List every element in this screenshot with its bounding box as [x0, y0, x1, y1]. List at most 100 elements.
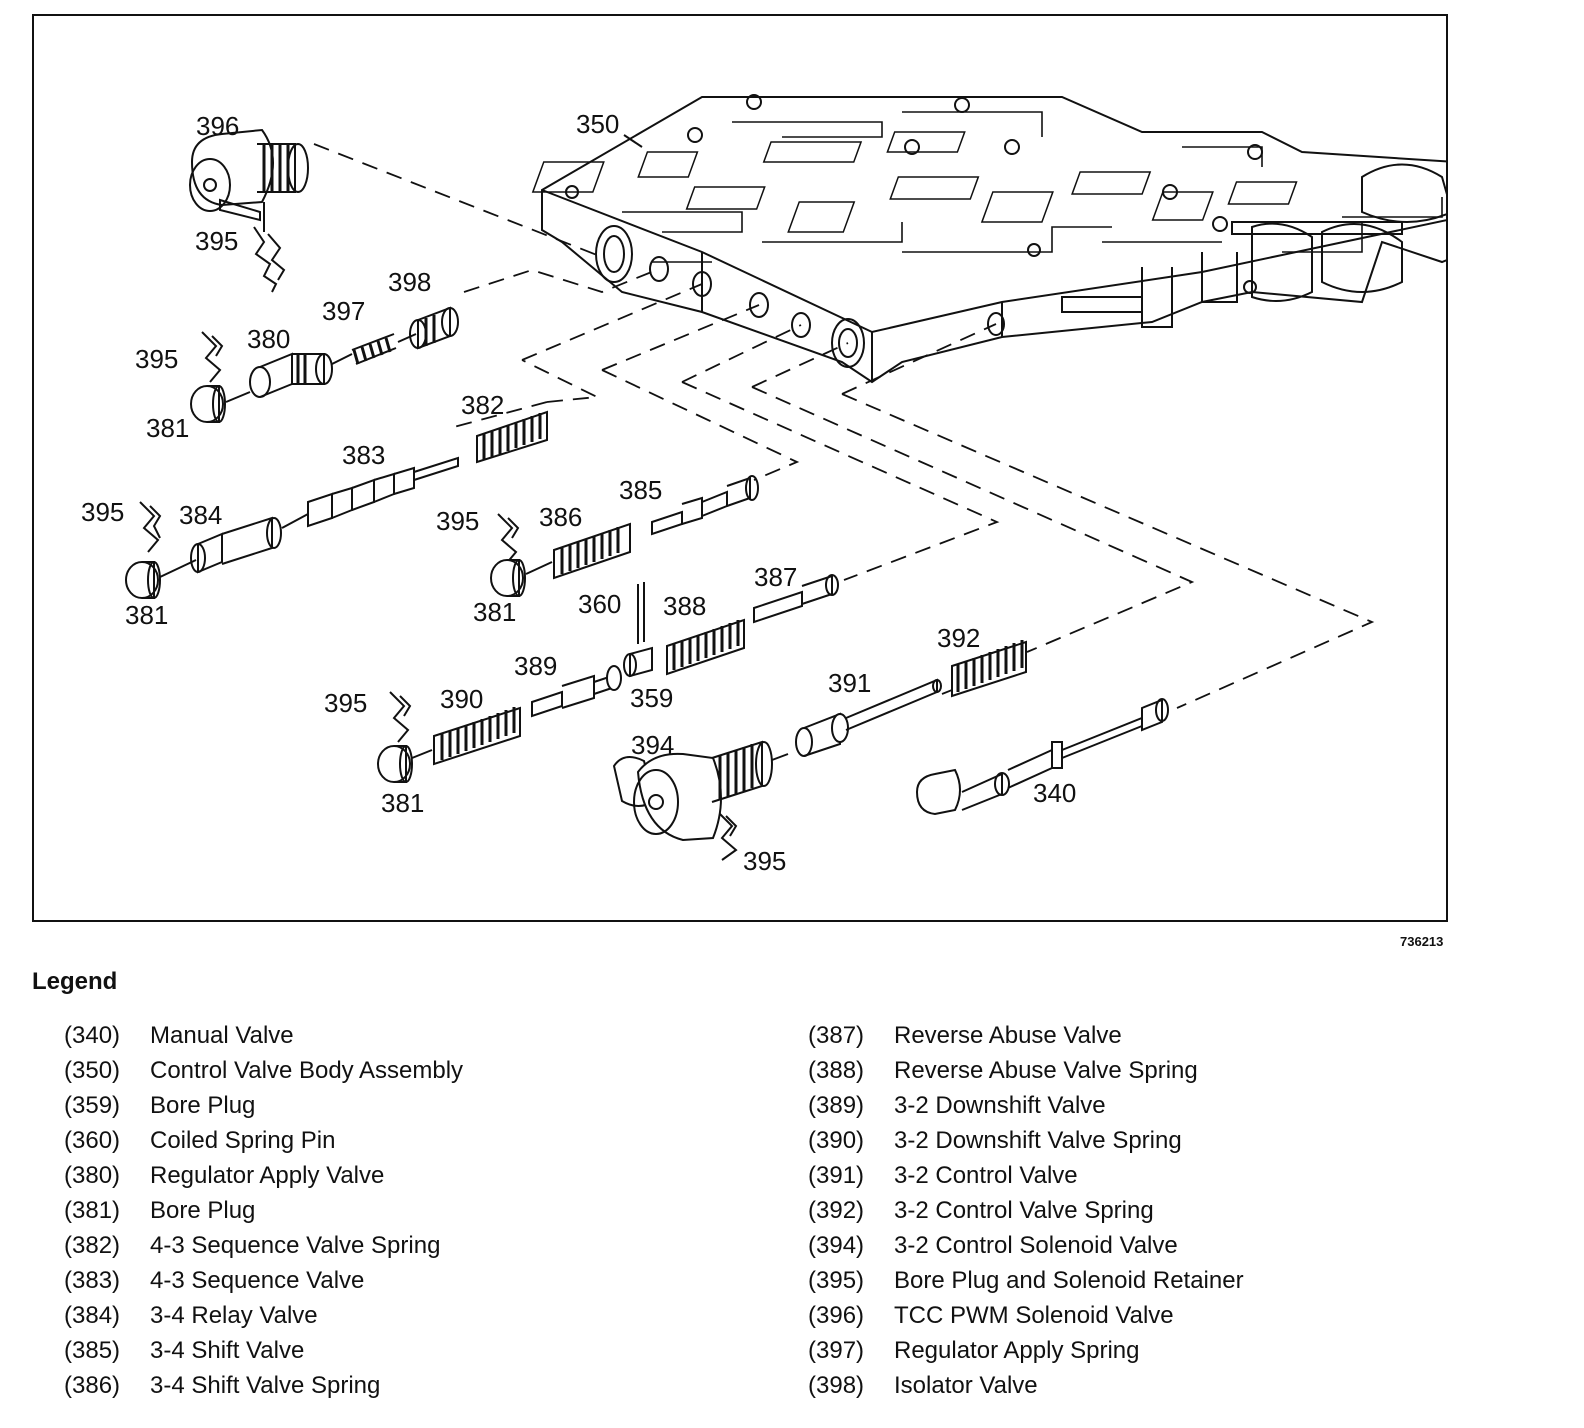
callout-387: 387	[754, 562, 797, 592]
legend-item: (385)3-4 Shift Valve	[64, 1333, 463, 1368]
legend-item: (396) TCC PWM Solenoid Valve	[808, 1298, 1244, 1333]
callout-397: 397	[322, 296, 365, 326]
legend-item: (380) Regulator Apply Valve	[64, 1158, 463, 1193]
legend-item: (383)4-3 Sequence Valve	[64, 1263, 463, 1298]
legend-item-description: Isolator Valve	[894, 1371, 1038, 1399]
callout-391: 391	[828, 668, 871, 698]
legend-item-code: (391)	[808, 1161, 865, 1189]
legend-item-code: (386)	[64, 1371, 121, 1399]
callout-385: 385	[619, 475, 662, 505]
callout-labels: 396 395 350 398 397 380 395 381 382 383 …	[81, 109, 1076, 876]
callout-340: 340	[1033, 778, 1076, 808]
legend-item-code: (395)	[808, 1266, 865, 1294]
legend-item-code: (360)	[64, 1126, 121, 1154]
legend-item-description: 4-3 Sequence Valve	[150, 1266, 365, 1294]
callout-381: 381	[125, 600, 168, 630]
callout-394: 394	[631, 730, 674, 760]
legend-item: (386) 3-4 Shift Valve Spring	[64, 1368, 463, 1403]
legend-item: (350) Control Valve Body Assembly	[64, 1053, 463, 1088]
legend-item-description: Reverse Abuse Valve Spring	[894, 1056, 1198, 1084]
exploded-view-diagram: 396 395 350 398 397 380 395 381 382 383 …	[32, 14, 1448, 922]
callout-395: 395	[195, 226, 238, 256]
retainer-clips	[139, 202, 738, 861]
legend-item-description: 3-4 Shift Valve Spring	[150, 1371, 381, 1399]
callout-395: 395	[324, 688, 367, 718]
callout-395: 395	[436, 506, 479, 536]
downshift-reverse-valve-assembly	[377, 574, 839, 783]
legend-item-description: 3-2 Control Valve Spring	[894, 1196, 1154, 1224]
legend-item: (390) 3-2 Downshift Valve Spring	[808, 1123, 1244, 1158]
legend-item-description: Manual Valve	[150, 1021, 294, 1049]
legend-item: (394) 3-2 Control Solenoid Valve	[808, 1228, 1244, 1263]
legend-item: (392) 3-2 Control Valve Spring	[808, 1193, 1244, 1228]
legend-column-left: (340) Manual Valve (350) Control Valve Body…	[64, 1018, 463, 1403]
callout-390: 390	[440, 684, 483, 714]
legend-item: (388) Reverse Abuse Valve Spring	[808, 1053, 1244, 1088]
legend-item-description: 3-4 Shift Valve	[150, 1336, 305, 1364]
control-valve-body-350	[531, 94, 1446, 384]
tcc-pwm-solenoid-396	[189, 128, 309, 222]
legend-item-description: Bore Plug	[150, 1196, 256, 1224]
callout-396: 396	[196, 111, 239, 141]
callout-389: 389	[514, 651, 557, 681]
legend-item: (340) Manual Valve	[64, 1018, 463, 1053]
legend-item-description: 3-2 Downshift Valve	[894, 1091, 1106, 1119]
callout-360: 360	[578, 589, 621, 619]
legend-item-description: Regulator Apply Spring	[894, 1336, 1140, 1364]
legend-item-code: (384)	[64, 1301, 121, 1329]
legend-item-code: (394)	[808, 1231, 865, 1259]
legend-item-code: (382)	[64, 1231, 121, 1259]
callout-350: 350	[576, 109, 619, 139]
legend-item: (389) 3-2 Downshift Valve	[808, 1088, 1244, 1123]
legend-item-description: TCC PWM Solenoid Valve	[894, 1301, 1174, 1329]
sequence-relay-valve-assembly	[125, 410, 548, 599]
alignment-lines	[313, 143, 1375, 709]
legend-item-description: 3-2 Downshift Valve Spring	[894, 1126, 1182, 1154]
legend-item-code: (396)	[808, 1301, 865, 1329]
legend-item-description: Reverse Abuse Valve	[894, 1021, 1122, 1049]
legend-item-description: Regulator Apply Valve	[150, 1161, 385, 1189]
leader-350	[623, 134, 643, 148]
legend-item: (398) Isolator Valve	[808, 1368, 1244, 1403]
callout-395: 395	[135, 344, 178, 374]
legend-item-description: Coiled Spring Pin	[150, 1126, 336, 1154]
legend-item-code: (340)	[64, 1021, 121, 1049]
regulator-apply-valve-assembly	[190, 306, 459, 423]
legend-item-description: 3-2 Control Solenoid Valve	[894, 1231, 1178, 1259]
legend-item-code: (392)	[808, 1196, 865, 1224]
legend-item-code: (398)	[808, 1371, 865, 1399]
callout-382: 382	[461, 390, 504, 420]
legend-item: (397)Regulator Apply Spring	[808, 1333, 1244, 1368]
legend-item-code: (388)	[808, 1056, 865, 1084]
legend-column-right: (387) Reverse Abuse Valve (388) Reverse Abu…	[808, 1018, 1244, 1403]
callout-392: 392	[937, 623, 980, 653]
legend-item: (395) Bore Plug and Solenoid Retainer	[808, 1263, 1244, 1298]
figure-number: 736213	[1400, 934, 1444, 949]
callout-380: 380	[247, 324, 290, 354]
callout-381: 381	[146, 413, 189, 443]
legend-item-code: (389)	[808, 1091, 865, 1119]
legend-item: (381) Bore Plug	[64, 1193, 463, 1228]
callout-381: 381	[473, 597, 516, 627]
legend-item: (360) Coiled Spring Pin	[64, 1123, 463, 1158]
callout-381: 381	[381, 788, 424, 818]
shift-valve-assembly	[490, 475, 759, 597]
legend-item: (391)3-2 Control Valve	[808, 1158, 1244, 1193]
legend-item-code: (359)	[64, 1091, 121, 1119]
legend-item-description: 3-4 Relay Valve	[150, 1301, 318, 1329]
legend-item-code: (350)	[64, 1056, 121, 1084]
legend-item: (384) 3-4 Relay Valve	[64, 1298, 463, 1333]
legend-item: (359)Bore Plug	[64, 1088, 463, 1123]
legend-item: (382) 4-3 Sequence Valve Spring	[64, 1228, 463, 1263]
callout-359: 359	[630, 683, 673, 713]
legend-item-code: (380)	[64, 1161, 121, 1189]
legend-item-description: 4-3 Sequence Valve Spring	[150, 1231, 441, 1259]
legend-item-code: (381)	[64, 1196, 121, 1224]
callout-383: 383	[342, 440, 385, 470]
legend-item-description: Control Valve Body Assembly	[150, 1056, 464, 1084]
callout-395: 395	[81, 497, 124, 527]
legend-item: (387) Reverse Abuse Valve	[808, 1018, 1244, 1053]
legend-item-code: (390)	[808, 1126, 865, 1154]
legend-item-code: (387)	[808, 1021, 865, 1049]
legend-item-description: Bore Plug and Solenoid Retainer	[894, 1266, 1244, 1294]
